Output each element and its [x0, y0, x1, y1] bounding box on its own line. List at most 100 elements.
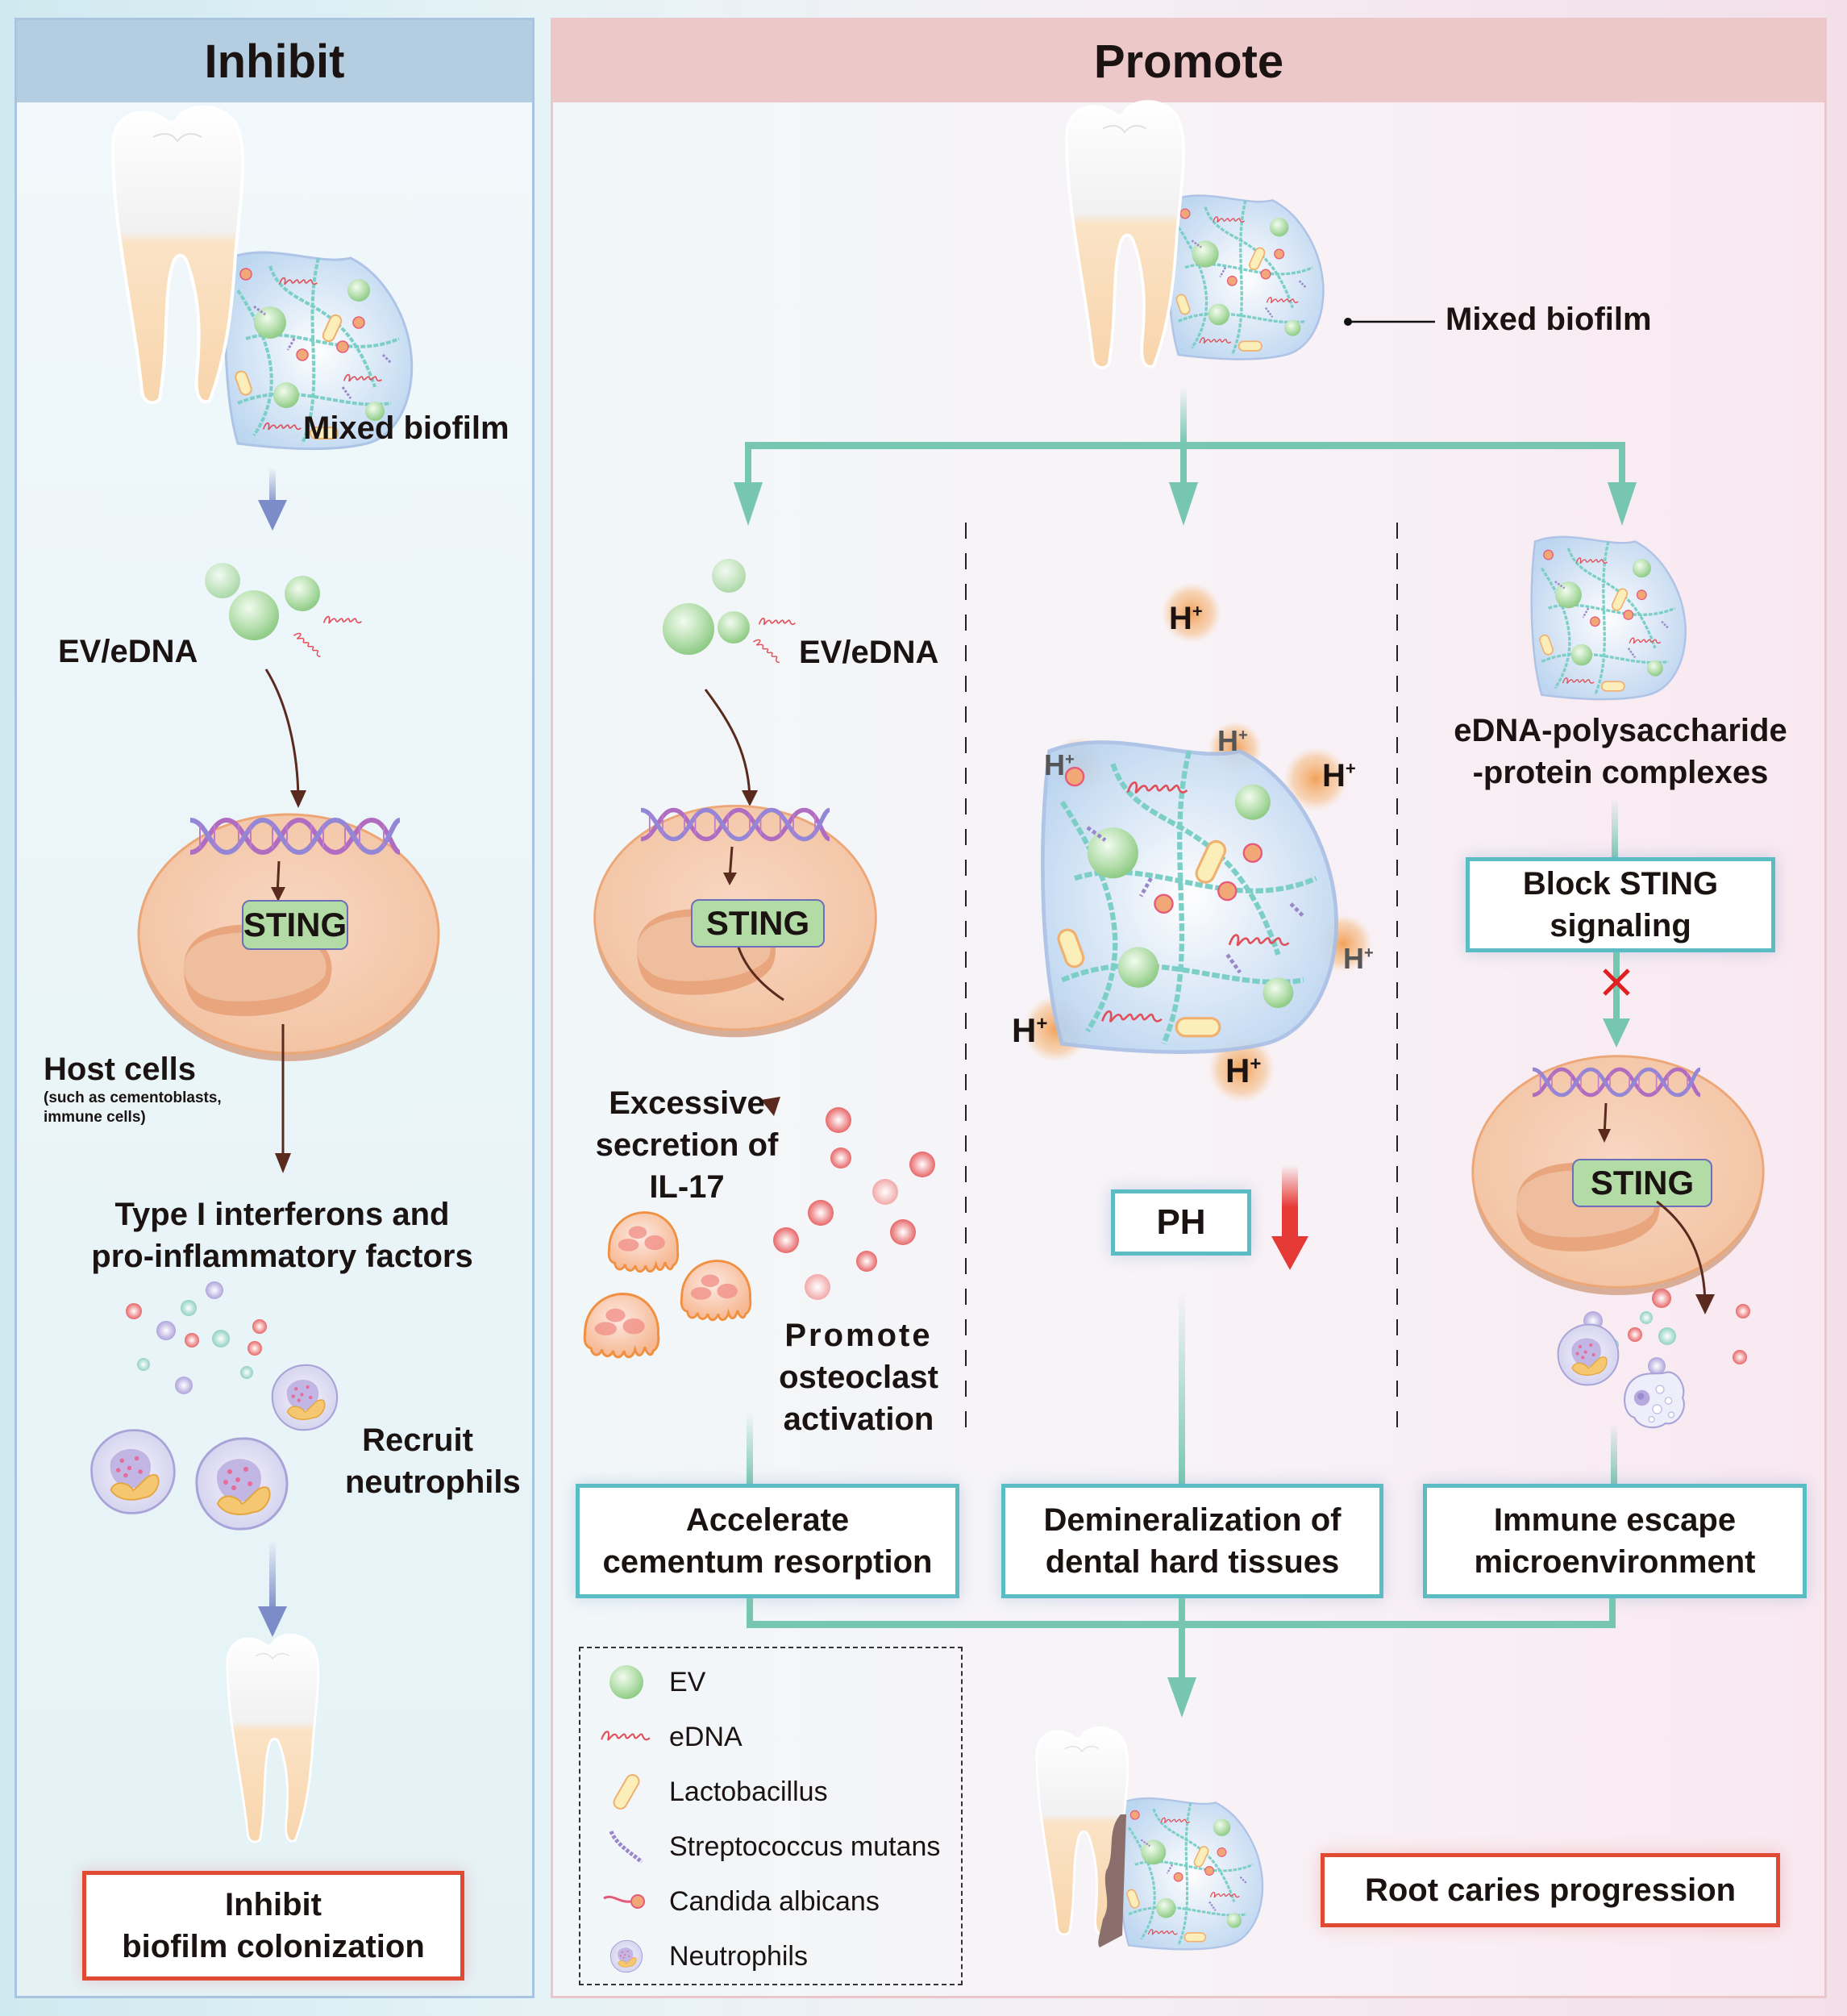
neutrophil-icon — [597, 1934, 656, 1979]
signal-arrowhead-icon — [761, 1097, 780, 1116]
promote-ev-edna-label: EV/eDNA — [799, 635, 939, 670]
legend-item-streptococcus: Streptococcus mutans — [597, 1824, 940, 1869]
root-caries-box: Root caries progression — [1321, 1853, 1780, 1927]
promote-panel-title: Promote — [553, 20, 1824, 102]
connector-line — [1179, 1290, 1185, 1488]
down-arrow-icon — [258, 1540, 287, 1637]
sting-badge: STING — [1572, 1159, 1712, 1207]
edna-complex-label: eDNA-polysaccharide -protein complexes — [1454, 713, 1787, 790]
h-ion-label: H+ — [1044, 748, 1075, 781]
tooth-icon — [110, 105, 245, 405]
mixed-biofilm-illustration — [1119, 1798, 1263, 1949]
inhibit-ev-edna-label: EV/eDNA — [58, 634, 198, 669]
h-ion-label: H+ — [1343, 942, 1374, 975]
mixed-biofilm-illustration — [1168, 195, 1323, 359]
ph-box: PH — [1111, 1189, 1251, 1256]
connector-line — [1612, 798, 1618, 863]
tooth-icon — [1064, 99, 1186, 369]
signal-arrow-icon — [264, 669, 306, 808]
h-ion-label: H+ — [1012, 1011, 1048, 1049]
callout-line — [1344, 318, 1435, 326]
osteoclast-icon — [680, 1260, 752, 1322]
ph-decrease-arrow-icon — [1271, 1165, 1308, 1270]
ev-icon — [712, 559, 746, 593]
legend: EV eDNA Lactobacillus Streptococcus muta… — [579, 1647, 963, 1985]
osteoclast-icon — [607, 1211, 680, 1273]
sting-badge: STING — [691, 899, 825, 948]
ev-edna-illustration — [205, 563, 363, 659]
block-sting-box: Block STING signaling — [1466, 857, 1775, 952]
signal-arrow-icon — [704, 689, 758, 806]
inhibit-outcome-box: Inhibit biofilm colonization — [82, 1871, 464, 1981]
streptococcus-icon — [597, 1824, 656, 1869]
osteoclast-icon — [583, 1293, 660, 1359]
acidic-biofilm-illustration — [1022, 582, 1372, 1103]
factors-label: Type I interferons and pro-inflammatory … — [91, 1197, 473, 1274]
ev-icon — [205, 563, 240, 598]
macrophage-icon — [1624, 1371, 1685, 1429]
edna-complex-illustration — [1504, 528, 1721, 706]
cytokines-illustration — [1583, 1289, 1750, 1375]
blocked-arrow — [1603, 952, 1630, 1048]
immune-cells-illustration — [1557, 1323, 1685, 1429]
down-arrow-icon — [258, 468, 287, 531]
neutrophils-illustration — [90, 1429, 289, 1531]
neutrophil-icon — [90, 1429, 176, 1514]
connector-line — [1611, 1423, 1617, 1488]
carious-tooth-illustration — [1035, 1726, 1316, 1968]
promote-mixed-biofilm-label: Mixed biofilm — [1446, 302, 1652, 337]
osteoclasts-illustration — [583, 1211, 752, 1359]
ev-edna-illustration — [663, 559, 797, 664]
neutrophil-icon — [271, 1364, 339, 1431]
il17-label: Excessive secretion of IL-17 — [595, 1085, 779, 1205]
ev-icon — [285, 576, 320, 611]
ev-icon — [229, 590, 279, 640]
recruit-neutrophils-label: Recruit neutrophils — [345, 1422, 521, 1500]
h-ion-label: H+ — [1225, 1052, 1262, 1089]
immune-escape-box: Immune escape microenvironment — [1423, 1484, 1807, 1598]
edna-icon — [322, 615, 363, 624]
neutrophil-icon — [195, 1437, 289, 1531]
il17-particles-illustration — [773, 1107, 935, 1300]
down-arrow-icon — [1169, 482, 1198, 526]
h-ion-label: H+ — [1217, 724, 1248, 757]
neutrophil-icon — [1557, 1323, 1620, 1386]
cementum-resorption-box: Accelerate cementum resorption — [576, 1484, 959, 1598]
signal-arrow-icon — [1656, 1200, 1715, 1314]
column-divider — [965, 523, 967, 1442]
block-x-icon — [1603, 968, 1630, 996]
h-ion-label: H+ — [1322, 758, 1356, 793]
demineralization-box: Demineralization of dental hard tissues — [1001, 1484, 1383, 1598]
edna-icon — [752, 636, 784, 664]
legend-item-candida: Candida albicans — [597, 1879, 880, 1924]
column-divider — [1396, 523, 1398, 1442]
legend-item-neutrophils: Neutrophils — [597, 1934, 808, 1979]
caries-lesion — [1098, 1814, 1126, 1947]
h-ion-label: H+ — [1169, 601, 1203, 636]
tooth-with-biofilm-illustration — [1064, 99, 1358, 369]
down-arrow-icon — [1608, 482, 1637, 526]
candida-icon — [597, 1879, 656, 1924]
edna-icon — [597, 1714, 656, 1760]
inhibit-mixed-biofilm-label: Mixed biofilm — [303, 410, 510, 446]
host-cells-note: (such as cementoblasts, immune cells) — [44, 1089, 222, 1126]
down-arrow-icon — [1603, 1018, 1630, 1048]
ev-icon — [597, 1660, 656, 1705]
host-cell-illustration — [1471, 1055, 1765, 1297]
host-cell-illustration — [137, 813, 440, 1063]
host-cells-label: Host cells — [44, 1052, 196, 1087]
legend-item-ev: EV — [597, 1660, 705, 1705]
merge-arrows — [747, 1598, 1616, 1718]
ev-icon — [663, 603, 714, 655]
ev-icon — [718, 611, 750, 644]
legend-item-edna: eDNA — [597, 1714, 743, 1760]
branch-arrows — [734, 387, 1637, 526]
osteoclast-activation-label: Promote osteoclast activation — [779, 1318, 938, 1437]
legend-item-lactobacillus: Lactobacillus — [597, 1769, 828, 1814]
connector-line — [747, 1411, 753, 1488]
edna-icon — [758, 617, 797, 626]
sting-badge: STING — [242, 900, 348, 950]
healthy-tooth-icon — [226, 1633, 320, 1843]
down-arrow-icon — [1167, 1677, 1196, 1718]
cytokines-illustration — [126, 1281, 267, 1394]
